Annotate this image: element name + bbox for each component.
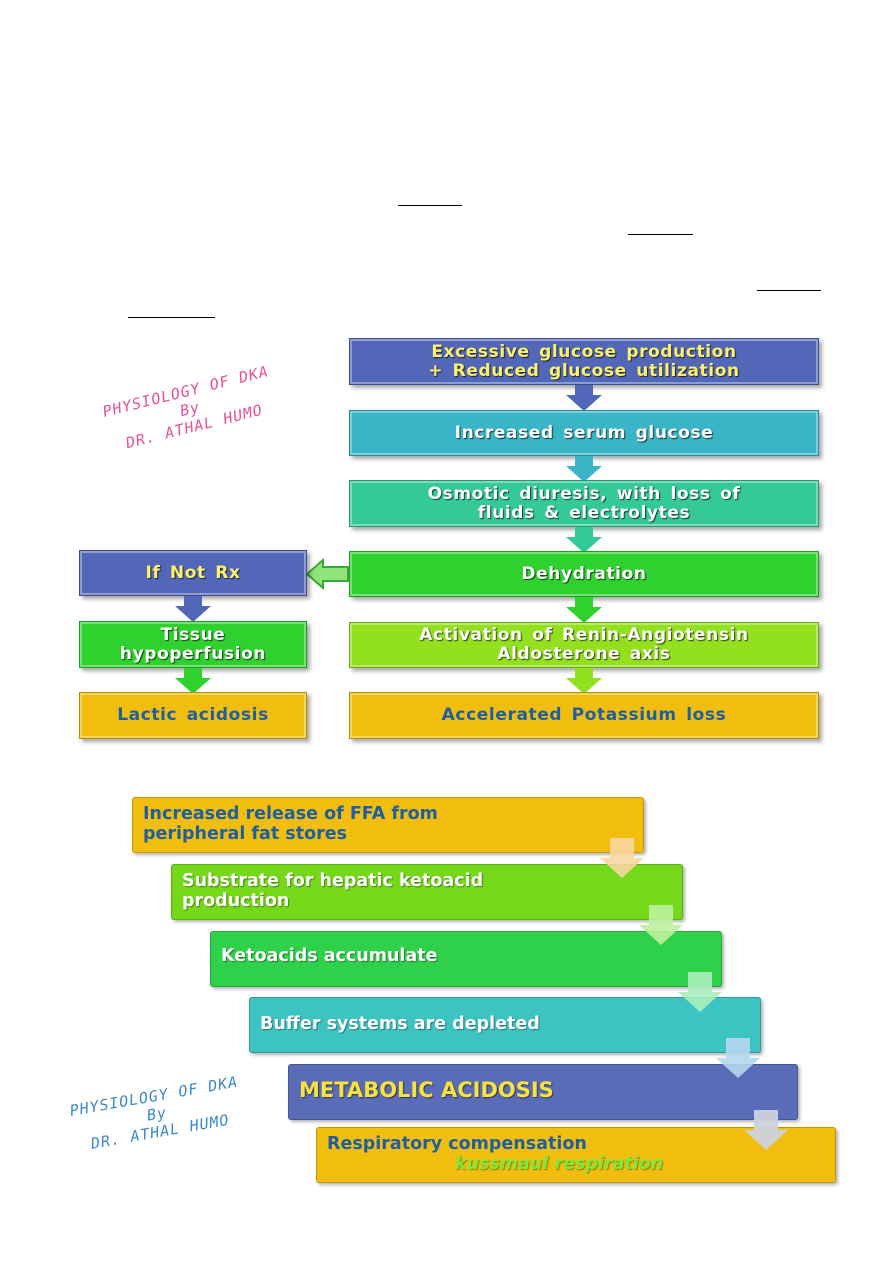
step-label: METABOLIC ACIDOSIS — [299, 1078, 554, 1102]
box-label: Tissue hypoperfusion — [119, 624, 267, 664]
step-label: Increased release of FFA from peripheral… — [143, 804, 438, 844]
step-metabolic-acidosis: METABOLIC ACIDOSIS — [288, 1064, 798, 1120]
box-dehydration: Dehydration — [349, 551, 819, 597]
kussmaul-label: kussmaul respiration — [455, 1154, 664, 1174]
down-arrow-icon — [175, 668, 211, 694]
box-excessive-glucose-production: Excessive glucose production + Reduced g… — [349, 338, 819, 385]
box-label: Accelerated Potassium loss — [441, 705, 727, 725]
down-arrow-icon — [566, 385, 602, 411]
box-lactic-acidosis: Lactic acidosis — [79, 692, 307, 739]
underline-mark — [757, 290, 821, 291]
box-if-not-rx: If Not Rx — [79, 550, 307, 596]
box-label: Excessive glucose production + Reduced g… — [428, 341, 740, 381]
chevron-down-icon — [600, 838, 644, 878]
step-hepatic-ketoacid-substrate: Substrate for hepatic ketoacid productio… — [171, 864, 683, 920]
box-label: Activation of Renin-Angiotensin Aldoster… — [419, 625, 749, 664]
down-arrow-icon — [566, 668, 602, 694]
box-label: Osmotic diuresis, with loss of fluids & … — [427, 483, 741, 523]
left-arrow-icon — [306, 558, 349, 590]
box-tissue-hypoperfusion: Tissue hypoperfusion — [79, 621, 307, 668]
box-osmotic-diuresis: Osmotic diuresis, with loss of fluids & … — [349, 480, 819, 527]
down-arrow-icon — [566, 456, 602, 482]
box-label: Dehydration — [521, 563, 647, 584]
chevron-down-icon — [744, 1110, 788, 1150]
chevron-down-icon — [639, 905, 683, 945]
step-label: Substrate for hepatic ketoacid productio… — [182, 871, 484, 911]
down-arrow-icon — [566, 527, 602, 553]
underline-mark — [398, 205, 462, 206]
step-ffa-release: Increased release of FFA from peripheral… — [132, 797, 644, 853]
step-buffer-depletion: Buffer systems are depleted — [249, 997, 761, 1053]
step-label: Respiratory compensation — [327, 1134, 587, 1154]
box-label: Lactic acidosis — [117, 705, 269, 725]
down-arrow-icon — [566, 597, 602, 623]
step-respiratory-compensation: Respiratory compensation kussmaul respir… — [316, 1127, 836, 1183]
box-accelerated-potassium-loss: Accelerated Potassium loss — [349, 692, 819, 739]
step-label: Ketoacids accumulate — [221, 946, 438, 966]
box-increased-serum-glucose: Increased serum glucose — [349, 410, 819, 456]
chevron-down-icon — [716, 1038, 760, 1078]
watermark-physiology-of-dka: PHYSIOLOGY OF DKA By DR. ATHAL HUMO — [100, 362, 271, 453]
chevron-down-icon — [678, 972, 722, 1012]
step-label: Buffer systems are depleted — [260, 1014, 540, 1034]
watermark-physiology-of-dka: PHYSIOLOGY OF DKA By DR. ATHAL HUMO — [68, 1072, 240, 1153]
box-renin-angiotensin-activation: Activation of Renin-Angiotensin Aldoster… — [349, 622, 819, 668]
underline-mark — [128, 317, 215, 318]
box-label: Increased serum glucose — [454, 422, 714, 443]
step-ketoacids-accumulate: Ketoacids accumulate — [210, 931, 722, 987]
down-arrow-icon — [175, 596, 211, 622]
underline-mark — [628, 234, 693, 235]
box-label: If Not Rx — [145, 562, 241, 583]
